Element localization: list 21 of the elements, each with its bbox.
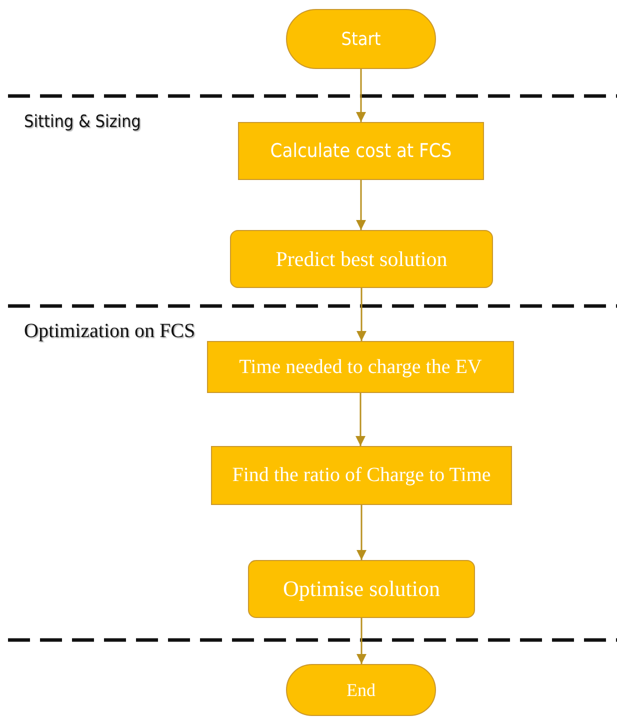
arrow — [356, 288, 366, 341]
arrow — [356, 505, 366, 560]
terminal-pill — [286, 664, 436, 716]
node-text: Find the ratio of Charge to Time — [232, 464, 491, 487]
process-box — [248, 560, 475, 618]
arrow — [356, 393, 366, 446]
process-box — [238, 122, 484, 180]
process-box — [207, 341, 514, 393]
section-label: Sitting & Sizing — [24, 112, 141, 132]
arrow — [356, 618, 366, 664]
node-text: Predict best solution — [276, 246, 448, 272]
node-text: Calculate cost at FCS — [270, 140, 452, 162]
node-text: Optimise solution — [282, 576, 440, 602]
node-text: Start — [341, 28, 381, 50]
process-box — [230, 230, 493, 288]
process-box — [211, 446, 512, 505]
arrow — [356, 180, 366, 230]
node-text: Time needed to charge the EV — [239, 356, 482, 378]
arrow — [356, 69, 366, 122]
node-text: End — [346, 680, 376, 700]
section-label: Optimization on FCS — [24, 320, 196, 343]
